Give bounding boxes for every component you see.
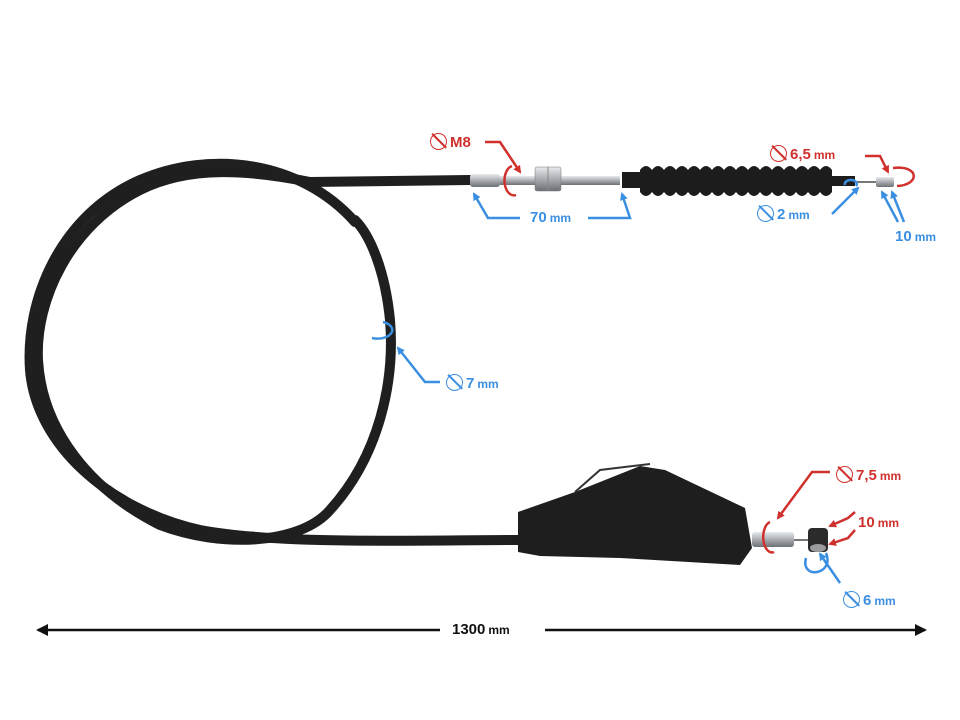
diameter-icon xyxy=(757,205,774,222)
thread-size-label: M8 xyxy=(430,133,471,151)
top-nipple xyxy=(876,177,894,187)
top-adjuster xyxy=(470,166,620,192)
red-leaders xyxy=(485,140,915,554)
diameter-icon xyxy=(836,466,853,483)
outer-cable xyxy=(24,158,525,546)
diameter-icon xyxy=(843,591,860,608)
rubber-boot xyxy=(622,166,855,196)
diameter-icon xyxy=(430,133,447,150)
diameter-icon xyxy=(770,145,787,162)
blue-leaders xyxy=(371,178,906,584)
diameter-icon xyxy=(446,374,463,391)
